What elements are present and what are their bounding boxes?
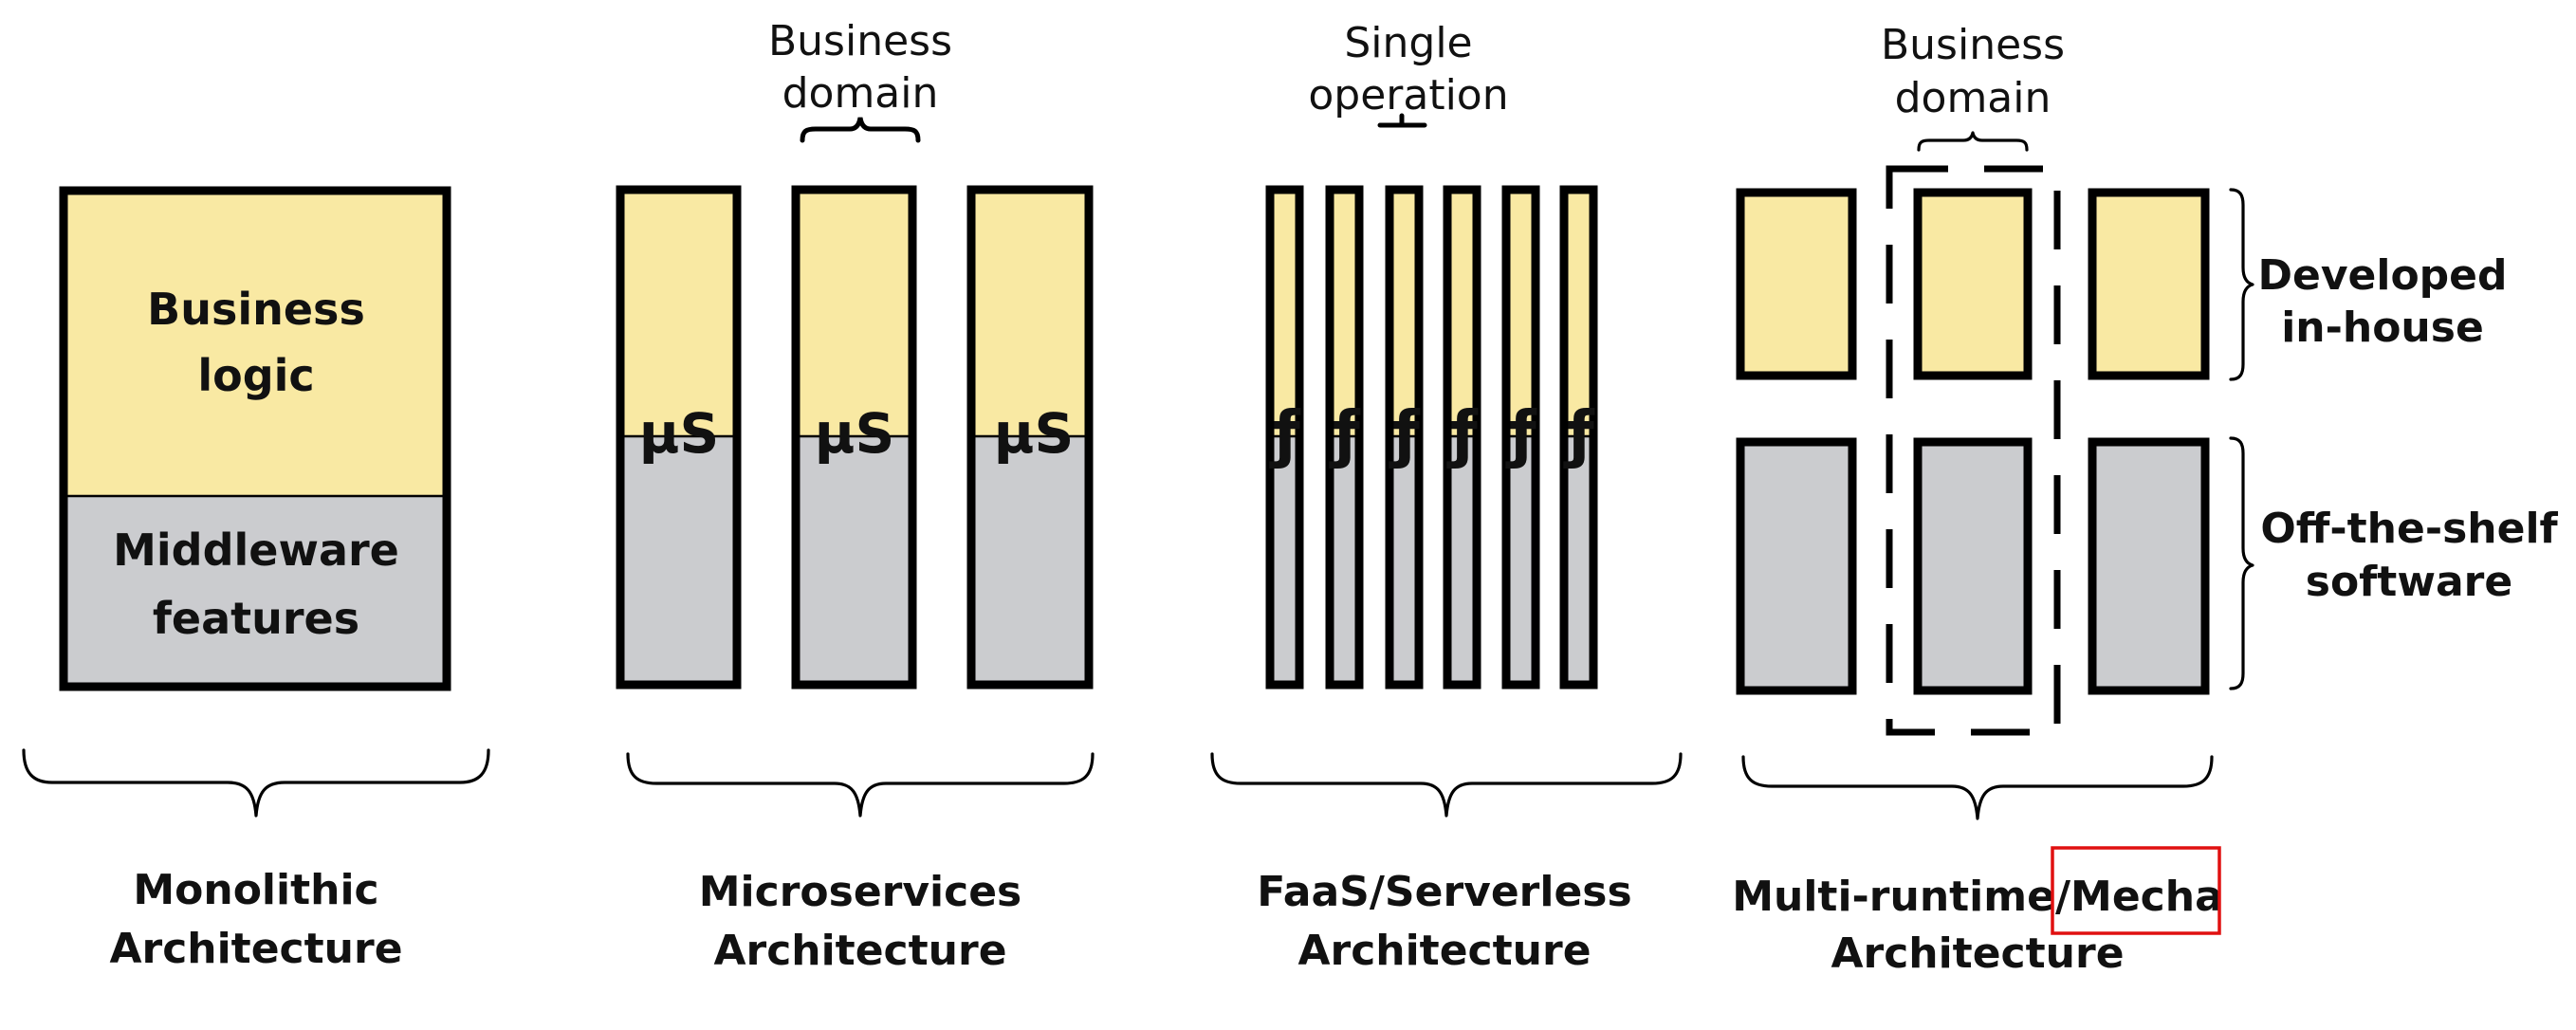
header-line2: domain xyxy=(782,69,939,118)
group-brace xyxy=(22,748,490,818)
microservice-unit: μS xyxy=(966,185,1094,690)
caption-line1: Multi-runtime/Mecha xyxy=(1732,873,2223,921)
function-label: ƒ xyxy=(1329,397,1361,470)
off-the-shelf-brace xyxy=(2229,436,2254,690)
caption-line2: Architecture xyxy=(109,925,402,973)
microservice-label: μS xyxy=(815,401,894,466)
function-box xyxy=(1501,185,1540,690)
header-line1: Single xyxy=(1344,19,1472,67)
caption-prefix: Multi-runtime/ xyxy=(1732,873,2071,921)
service-box xyxy=(616,185,742,690)
function-unit: ƒ xyxy=(1265,185,1304,690)
monolithic-section: Business logic Middleware features Monol… xyxy=(22,186,490,973)
function-box xyxy=(1265,185,1304,690)
middleware-label-line2: features xyxy=(153,593,359,644)
function-unit: ƒ xyxy=(1559,185,1598,690)
highlight-box xyxy=(2051,846,2221,935)
caption-line2: Architecture xyxy=(713,927,1006,975)
function-label: ƒ xyxy=(1446,397,1479,470)
off-the-shelf-label-line1: Off-the-shelf xyxy=(2260,505,2558,553)
caption-line1: Monolithic xyxy=(133,866,378,914)
header-line2: operation xyxy=(1308,71,1508,120)
business-component xyxy=(1740,193,1852,376)
group-brace xyxy=(1741,755,2214,820)
microservice-unit: μS xyxy=(791,185,917,690)
microservice-label: μS xyxy=(994,401,1074,466)
developed-brace xyxy=(2229,188,2254,381)
function-label: ƒ xyxy=(1269,397,1301,470)
business-logic-label-line1: Business xyxy=(147,284,365,335)
function-unit: ƒ xyxy=(1443,185,1481,690)
middleware-area xyxy=(64,496,447,687)
function-box xyxy=(1325,185,1364,690)
header-line2: domain xyxy=(1895,74,2052,122)
function-box xyxy=(1385,185,1424,690)
microservice-unit: μS xyxy=(616,185,742,690)
group-brace xyxy=(1210,752,1683,818)
header-line1: Business xyxy=(1881,21,2065,69)
caption-line1: FaaS/Serverless xyxy=(1257,868,1631,916)
function-box xyxy=(1443,185,1481,690)
function-label: ƒ xyxy=(1563,397,1595,470)
service-box xyxy=(791,185,917,690)
caption-highlighted-word: Mecha xyxy=(2070,873,2223,921)
middleware-label-line1: Middleware xyxy=(113,524,399,576)
developed-label-line1: Developed xyxy=(2257,251,2507,300)
function-box xyxy=(1559,185,1598,690)
monolith-box xyxy=(59,186,451,691)
function-unit: ƒ xyxy=(1325,185,1364,690)
business-logic-area xyxy=(64,191,447,496)
function-label: ƒ xyxy=(1389,397,1421,470)
middleware-component xyxy=(1918,442,2028,690)
developed-label-line2: in-house xyxy=(2281,303,2484,352)
domain-brace xyxy=(1917,131,2029,152)
operation-brace xyxy=(1377,113,1427,128)
caption-line2: Architecture xyxy=(1297,927,1591,975)
middleware-component xyxy=(1740,442,1852,690)
function-unit: ƒ xyxy=(1385,185,1424,690)
middleware-component xyxy=(2092,442,2205,690)
header-line1: Business xyxy=(768,17,952,65)
domain-brace xyxy=(800,117,921,143)
microservice-label: μS xyxy=(639,401,719,466)
service-box xyxy=(966,185,1094,690)
group-brace xyxy=(626,752,1095,818)
caption-line2: Architecture xyxy=(1831,929,2124,978)
caption-line1: Microservices xyxy=(699,868,1021,916)
business-logic-label-line2: logic xyxy=(197,350,314,401)
business-component xyxy=(2092,193,2205,376)
business-domain-dashed-box xyxy=(1886,165,2061,736)
microservices-section: Business domain μS μS μS Microservices A… xyxy=(616,17,1095,975)
function-unit: ƒ xyxy=(1501,185,1540,690)
function-label: ƒ xyxy=(1505,397,1537,470)
mecha-section: Business domain Developed in-house Off-t… xyxy=(1732,21,2558,978)
business-component xyxy=(1918,193,2028,376)
off-the-shelf-label-line2: software xyxy=(2306,558,2512,606)
